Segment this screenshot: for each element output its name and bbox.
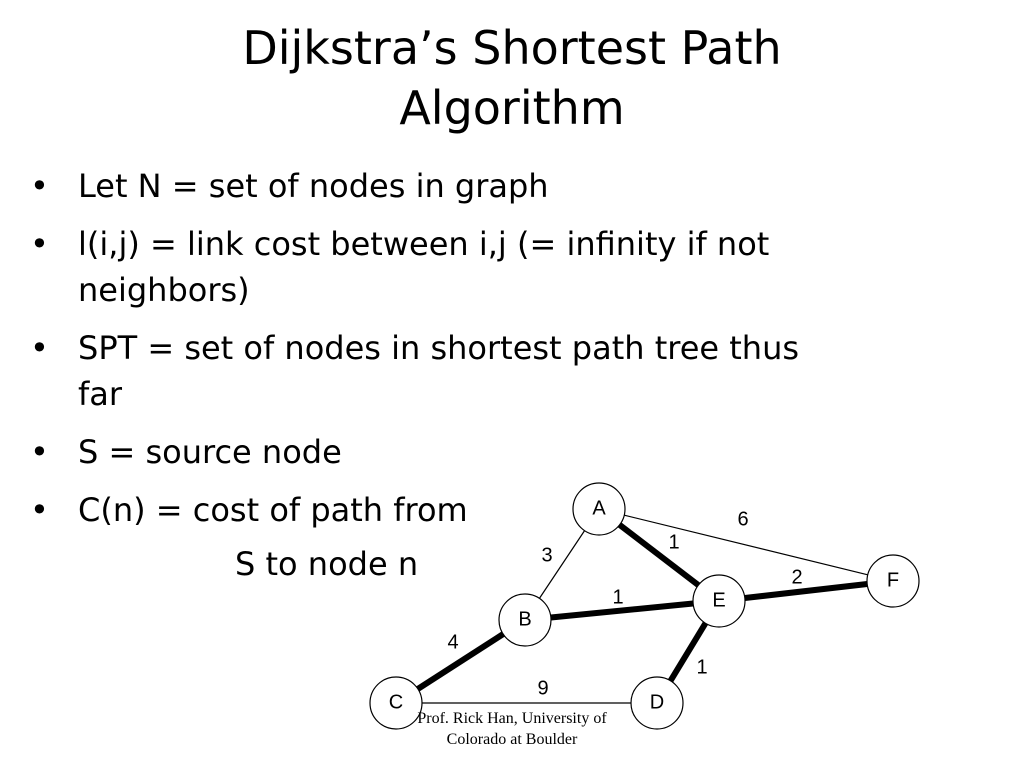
edge-b-e [550, 600, 694, 621]
footer-line-2: Colorado at Boulder [446, 731, 578, 748]
edge-cost-a-f: 6 [737, 508, 748, 530]
node-c-label: C [389, 691, 403, 713]
bullet-text-cont: far [78, 375, 123, 413]
edge-b-c [416, 631, 505, 692]
edge-a-b [538, 530, 586, 599]
bullet-dot: • [30, 329, 49, 367]
title-line-1: Dijkstra’s Shortest Path [242, 21, 782, 75]
node-e-circle [692, 574, 746, 628]
bullet-text: Let N = set of nodes in graph [78, 167, 549, 205]
bullet-dot: • [30, 225, 49, 263]
node-e-label: E [712, 589, 725, 611]
bullet-dot: • [30, 433, 49, 471]
edge-a-f [624, 514, 868, 576]
bullet-text-cont: neighbors) [78, 271, 250, 309]
bullet-text: l(i,j) = link cost between i,j (= infini… [78, 225, 770, 263]
bullet-item-spt: • SPT = set of nodes in shortest path tr… [30, 325, 970, 417]
bullet-item-link-cost: • l(i,j) = link cost between i,j (= infi… [30, 221, 970, 313]
edge-cost-b-e: 1 [612, 586, 623, 608]
node-d-circle [630, 676, 684, 730]
edge-cost-c-d: 9 [537, 677, 548, 699]
node-c-circle [369, 676, 423, 730]
edge-cost-b-c: 4 [447, 631, 458, 653]
edge-cost-a-b: 3 [541, 544, 552, 566]
bullet-list: • Let N = set of nodes in graph • l(i,j)… [30, 163, 970, 599]
bullet-text-cont: S to node n [235, 545, 419, 583]
bullet-dot: • [30, 491, 49, 529]
edge-cost-a-e: 1 [668, 531, 679, 553]
node-b-label: B [518, 608, 531, 630]
edge-cost-e-d: 1 [696, 656, 707, 678]
footer-line-1: Prof. Rick Han, University of [417, 710, 607, 727]
edge-e-f [744, 580, 868, 602]
bullet-text: SPT = set of nodes in shortest path tree… [78, 329, 800, 367]
footer-credit: Prof. Rick Han, University of Colorado a… [380, 708, 644, 750]
bullet-text: S = source node [78, 433, 342, 471]
graph-edge-costs: 3 6 1 1 2 1 4 9 [447, 508, 802, 699]
graph-edges [416, 514, 868, 704]
graph-nodes: A B C D E F [369, 482, 920, 730]
bullet-item-nodes: • Let N = set of nodes in graph [30, 163, 970, 209]
bullet-item-source: • S = source node [30, 429, 970, 475]
bullet-text: C(n) = cost of path from [78, 491, 468, 529]
node-f-label: F [887, 569, 899, 591]
node-d-label: D [650, 691, 664, 713]
bullet-item-cost-continuation: S to node n [30, 541, 970, 587]
bullet-item-cost: • C(n) = cost of path from [30, 487, 970, 533]
edge-e-d [667, 621, 709, 683]
slide-title: Dijkstra’s Shortest Path Algorithm [0, 18, 1024, 138]
bullet-dot: • [30, 167, 49, 205]
node-a-label: A [592, 497, 606, 519]
node-a-circle [572, 482, 626, 536]
node-f-circle [866, 554, 920, 608]
title-line-2: Algorithm [399, 81, 625, 135]
edge-a-e [617, 522, 701, 588]
node-b-circle [498, 593, 552, 647]
edge-cost-e-f: 2 [791, 566, 802, 588]
